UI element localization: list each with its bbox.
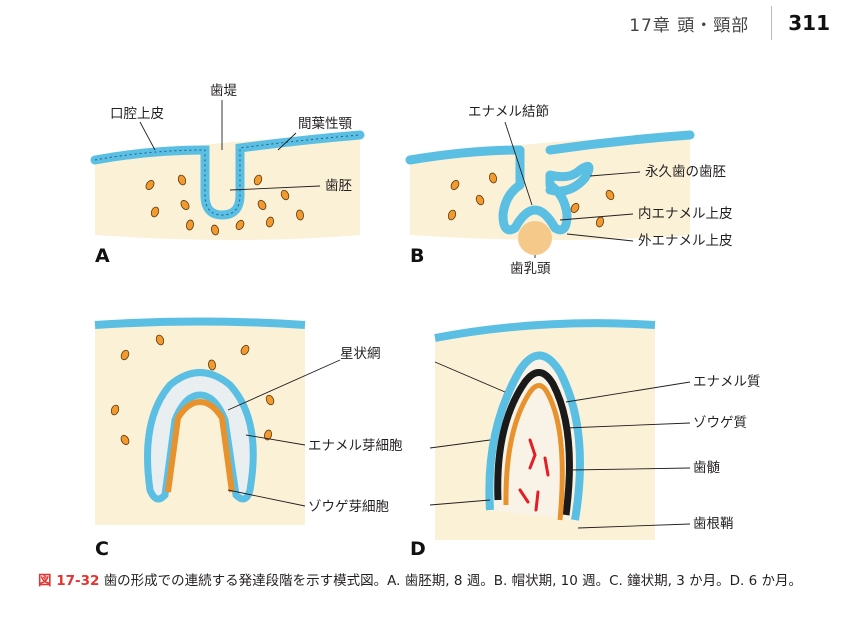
page-header: 17章 頭・頸部 311 (629, 6, 830, 40)
panel-d-diagram (429, 319, 691, 540)
label-shizui: 歯髄 (693, 460, 721, 476)
label-shinyuutou: 歯乳頭 (510, 261, 551, 277)
label-shihai: 歯胚 (325, 178, 352, 194)
panel-d-letter: D (410, 538, 426, 560)
panel-b-diagram (405, 121, 695, 258)
label-eikyuushi-shihai: 永久歯の歯胚 (645, 164, 726, 180)
label-kanyousei-gaku: 間葉性顎 (298, 116, 352, 132)
label-enamel-shitsu: エナメル質 (693, 374, 761, 390)
label-zouge-shitsu: ゾウゲ質 (693, 415, 747, 431)
panel-a-diagram (90, 100, 365, 240)
caption-text: 歯の形成での連続する発達段階を示す模式図。A. 歯胚期, 8 週。B. 帽状期,… (103, 573, 802, 589)
chapter-title: 17章 頭・頸部 (629, 15, 750, 36)
panel-a-letter: A (95, 245, 110, 267)
panel-c-letter: C (95, 538, 109, 560)
label-nai-enamel-johi: 内エナメル上皮 (638, 206, 733, 222)
label-gai-enamel-johi: 外エナメル上皮 (638, 233, 733, 249)
label-koukuu-johi: 口腔上皮 (110, 106, 164, 122)
label-enamel-gasaibou: エナメル芽細胞 (308, 438, 403, 454)
label-enamel-kessetsu: エナメル結節 (468, 104, 549, 120)
figure-number: 図 17-32 (38, 573, 100, 589)
panel-b-letter: B (410, 245, 424, 267)
page-number: 311 (788, 11, 830, 35)
label-shitei: 歯堤 (210, 83, 237, 99)
label-seijoumou: 星状網 (340, 346, 381, 362)
panel-c-diagram (94, 317, 341, 525)
figure-caption: 図 17-32 歯の形成での連続する発達段階を示す模式図。A. 歯胚期, 8 週… (38, 570, 838, 592)
label-zouge-gasaibou: ゾウゲ芽細胞 (308, 499, 389, 515)
header-divider (771, 6, 773, 40)
label-shikonshou: 歯根鞘 (693, 516, 734, 532)
